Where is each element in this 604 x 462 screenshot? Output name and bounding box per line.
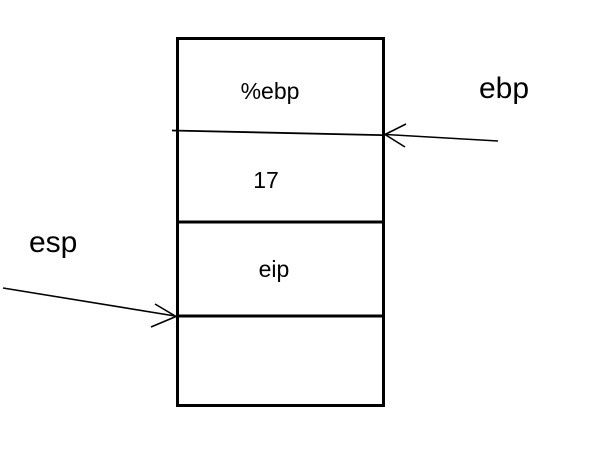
- cell-label-eip: eip: [259, 256, 290, 282]
- stack-box: [176, 37, 385, 407]
- ebp-pointer-label: ebp: [479, 72, 529, 105]
- ebp-arrowhead-icon: [383, 123, 407, 148]
- cell-label-17: 17: [253, 167, 279, 193]
- esp-arrow-shaft: [2, 287, 176, 317]
- ebp-arrow-shaft: [385, 133, 499, 142]
- esp-pointer-label: esp: [29, 226, 77, 259]
- esp-pointer-arrow: [2, 287, 178, 328]
- cell-label-percent-ebp: %ebp: [241, 78, 300, 104]
- cell-divider-ebp-17: [171, 129, 386, 137]
- ebp-pointer-arrow: [383, 123, 499, 148]
- esp-arrowhead-icon: [150, 303, 178, 328]
